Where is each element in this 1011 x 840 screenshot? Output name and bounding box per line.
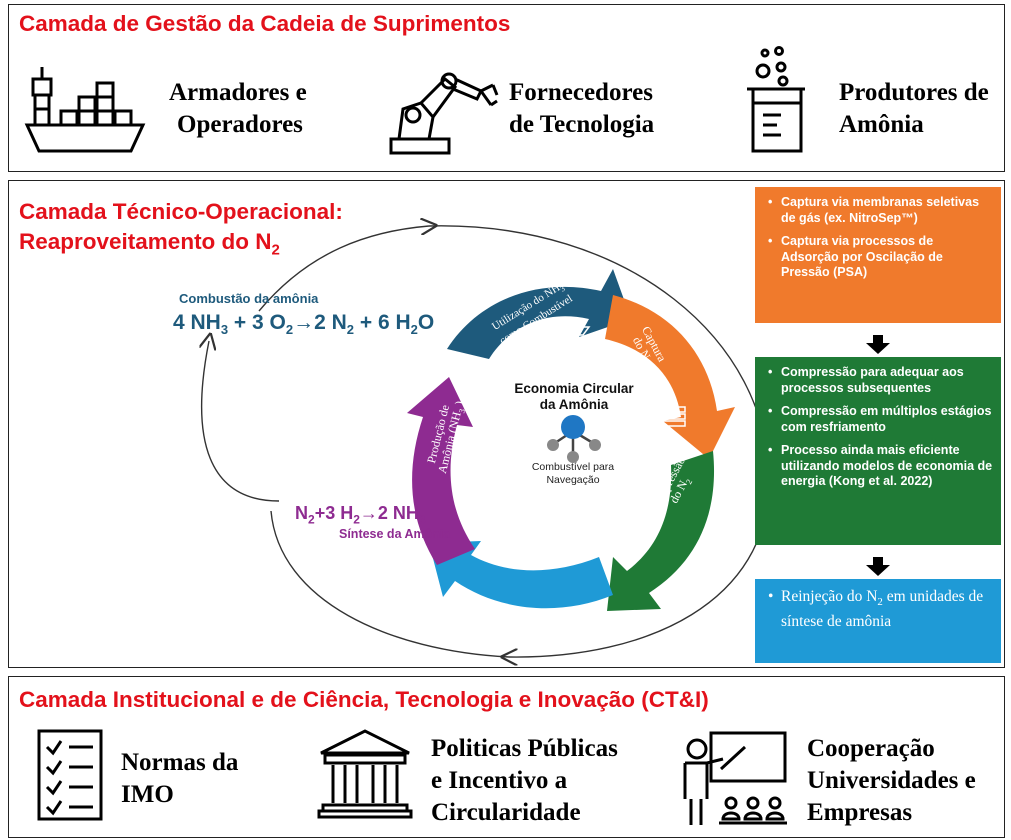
reinjection-box: Reinjeção do N2 em unidades de síntese d…	[755, 579, 1001, 663]
capture-item-2: Captura via processos de Adsorção por Os…	[768, 234, 993, 281]
outer-loop-left	[270, 510, 510, 658]
politicas-label-2: e Incentivo a	[431, 767, 568, 794]
ship-mini-icon	[555, 318, 591, 336]
checklist-icon	[37, 729, 103, 821]
technical-operational-layer: Camada Técnico-Operacional: Reaproveitam…	[8, 180, 1005, 668]
tech-layer-title-1: Camada Técnico-Operacional:	[19, 199, 343, 224]
ammonia-molecule-icon	[547, 415, 601, 463]
ring-segments	[407, 269, 735, 611]
down-arrow-2	[866, 557, 890, 576]
cargo-ship-icon	[24, 67, 146, 153]
cooperacao-label-1: Cooperação	[807, 735, 935, 762]
fornecedores-label-1: Fornecedores	[509, 79, 653, 106]
supply-chain-layer: Camada de Gestão da Cadeia de Suprimento…	[8, 4, 1005, 172]
institutional-layer: Camada Institucional e de Ciência, Tecno…	[8, 676, 1005, 838]
compression-item-3: Processo ainda mais eficiente utilizando…	[768, 443, 993, 490]
cooperacao-label-3: Empresas	[807, 799, 913, 826]
beaker-icon	[747, 46, 805, 153]
produtores-label-2: Amônia	[839, 111, 924, 138]
segment-compressao	[607, 451, 715, 611]
cooperacao-label-2: Universidades e	[807, 767, 976, 794]
combustion-label: Combustão da amônia	[179, 291, 319, 306]
capture-box: Captura via membranas seletivas de gás (…	[755, 187, 1001, 323]
flow-mini-icon	[486, 504, 512, 532]
combustion-equation: 4 NH3 + 3 O2→2 N2 + 6 H2O	[173, 311, 435, 338]
government-building-icon	[317, 729, 413, 819]
politicas-label-1: Politicas Públicas	[431, 735, 618, 762]
tech-layer-title-2: Reaproveitamento do N2	[19, 229, 280, 259]
stack-mini-icon	[662, 406, 686, 427]
inst-layer-title: Camada Institucional e de Ciência, Tecno…	[19, 687, 709, 712]
segment-producao	[407, 377, 475, 565]
armadores-label-2: Operadores	[177, 111, 303, 138]
compression-item-1: Compressão para adequar aos processos su…	[768, 365, 993, 396]
segment-reintegracao	[429, 541, 613, 609]
down-arrow-1	[866, 335, 890, 354]
capture-item-1: Captura via membranas seletivas de gás (…	[768, 195, 993, 226]
segment-captura	[605, 295, 735, 459]
synthesis-equation: N2+3 H2→2 NH3	[295, 503, 426, 527]
produtores-label-1: Produtores de	[839, 79, 989, 106]
synthesis-to-combustion-arrow	[202, 341, 280, 502]
politicas-label-3: Circularidade	[431, 799, 581, 826]
teacher-board-icon	[683, 731, 787, 825]
segment-utilizacao	[447, 269, 631, 359]
outer-loop-arrow	[258, 226, 429, 312]
robot-arm-icon	[389, 72, 499, 155]
fornecedores-label-2: de Tecnologia	[509, 111, 655, 138]
normas-label-1: Normas da	[121, 749, 239, 776]
gear-mini-icon	[616, 506, 642, 532]
compression-item-2: Compressão em múltiplos estágios com res…	[768, 404, 993, 435]
reinjection-item-1: Reinjeção do N2 em unidades de síntese d…	[768, 587, 993, 631]
armadores-label-1: Armadores e	[169, 79, 307, 106]
flask-mini-icon	[460, 366, 476, 392]
normas-label-2: IMO	[121, 781, 174, 808]
synthesis-label: Síntese da Amônia	[339, 527, 451, 541]
compression-box: Compressão para adequar aos processos su…	[755, 357, 1001, 545]
supply-layer-title: Camada de Gestão da Cadeia de Suprimento…	[19, 11, 511, 36]
cycle-diagram	[9, 181, 770, 669]
